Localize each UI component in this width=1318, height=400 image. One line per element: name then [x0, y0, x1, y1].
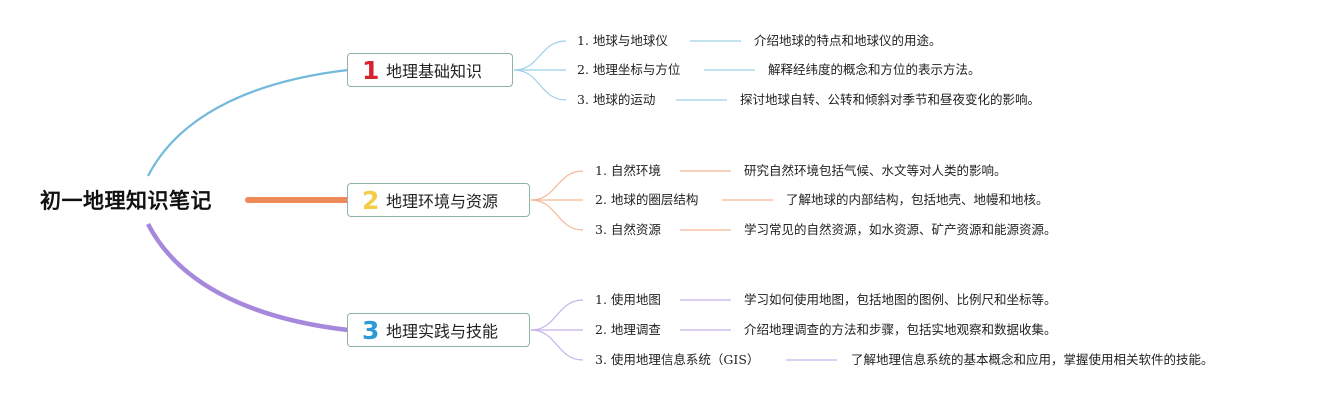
branch-2-label: 地理环境与资源 [386, 192, 499, 211]
b3-item-2-desc[interactable]: 介绍地理调查的方法和步骤，包括实地观察和数据收集。 [744, 322, 1057, 337]
b2-item-3-title[interactable]: 3. 自然资源 [595, 222, 661, 237]
b1-item-2-desc[interactable]: 解释经纬度的概念和方位的表示方法。 [768, 62, 981, 77]
branch-1-label: 地理基础知识 [386, 62, 483, 81]
b3-item-2-title[interactable]: 2. 地理调查 [595, 322, 661, 337]
b3-item-3-title[interactable]: 3. 使用地理信息系统（GIS） [595, 352, 760, 367]
b1-item-3-desc[interactable]: 探讨地球自转、公转和倾斜对季节和昼夜变化的影响。 [740, 92, 1041, 107]
branch-1-node[interactable]: 1 地理基础知识 [347, 53, 513, 87]
b2-item-2-desc[interactable]: 了解地球的内部结构，包括地壳、地幔和地核。 [786, 192, 1049, 207]
b3-item-3-desc[interactable]: 了解地理信息系统的基本概念和应用，掌握使用相关软件的技能。 [851, 352, 1214, 367]
b3-item-1-title[interactable]: 1. 使用地图 [595, 292, 661, 307]
connector-b1-item-1 [513, 40, 567, 71]
b3-item-1-desc[interactable]: 学习如何使用地图，包括地图的图例、比例尺和坐标等。 [744, 292, 1057, 307]
connector-b2-item-1 [530, 170, 584, 201]
b1-item-3-title[interactable]: 3. 地球的运动 [577, 92, 656, 107]
connector-b3-item-1 [530, 299, 584, 331]
branch-3-number-icon: 3 [362, 315, 380, 345]
branch-3-node[interactable]: 3 地理实践与技能 [347, 313, 530, 347]
b2-item-1-desc[interactable]: 研究自然环境包括气候、水文等对人类的影响。 [744, 163, 1007, 178]
connector-b3-item-3 [530, 329, 584, 361]
connector-b2-item-3 [530, 199, 584, 231]
connector-root-branch-3 [146, 222, 349, 333]
b1-item-1-desc[interactable]: 介绍地球的特点和地球仪的用途。 [754, 33, 942, 48]
branch-2-node[interactable]: 2 地理环境与资源 [347, 183, 530, 217]
branch-3-label: 地理实践与技能 [386, 322, 499, 341]
branch-1-number-icon: 1 [362, 55, 380, 85]
b1-item-1-title[interactable]: 1. 地球与地球仪 [577, 33, 668, 48]
connector-root-branch-1 [147, 68, 349, 177]
b1-item-2-title[interactable]: 2. 地理坐标与方位 [577, 62, 681, 77]
b2-item-2-title[interactable]: 2. 地球的圈层结构 [595, 192, 699, 207]
root-title[interactable]: 初一地理知识笔记 [40, 189, 212, 213]
connector-b1-item-3 [513, 69, 567, 101]
b2-item-3-desc[interactable]: 学习常见的自然资源，如水资源、矿产资源和能源资源。 [744, 222, 1057, 237]
b2-item-1-title[interactable]: 1. 自然环境 [595, 163, 661, 178]
branch-2-number-icon: 2 [362, 185, 380, 215]
